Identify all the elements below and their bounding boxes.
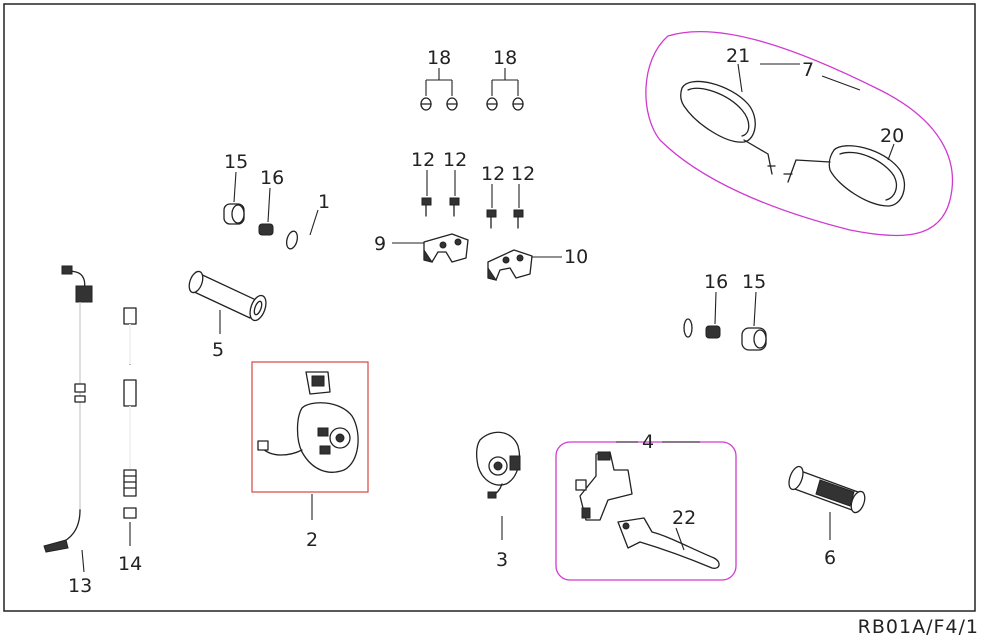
part-20-right-mirror — [783, 145, 905, 207]
part-6-throttle-grip — [788, 465, 866, 514]
reference-code: RB01A/F4/1 — [857, 616, 979, 638]
part-13-throttle-cable — [43, 265, 93, 553]
callout-13: 13 — [68, 575, 92, 597]
callout-1: 1 — [318, 191, 330, 213]
callout-6: 6 — [824, 547, 836, 569]
callout-12b: 12 — [443, 149, 467, 171]
callout-15b: 15 — [742, 271, 766, 293]
callout-7: 7 — [802, 59, 814, 81]
part-9-upper-clamp — [423, 233, 469, 263]
callout-12a: 12 — [411, 149, 435, 171]
part-18-rubbers — [420, 97, 524, 111]
callout-12d: 12 — [511, 163, 535, 185]
callout-15a: 15 — [224, 151, 248, 173]
part-16-left-insert — [258, 223, 274, 236]
callout-21: 21 — [726, 45, 750, 67]
callout-22: 22 — [672, 507, 696, 529]
diagram-frame — [3, 3, 976, 612]
callout-16b: 16 — [704, 271, 728, 293]
callout-5: 5 — [212, 339, 224, 361]
part-16-right-insert — [705, 325, 721, 339]
callout-3: 3 — [496, 549, 508, 571]
callout-18a: 18 — [427, 47, 451, 69]
callout-14: 14 — [118, 553, 142, 575]
part-15-right-bar-end-weight — [741, 327, 767, 351]
part-12-bolts — [421, 197, 524, 229]
group-4-outline — [555, 441, 737, 581]
callout-4: 4 — [642, 431, 654, 453]
callout-18b: 18 — [493, 47, 517, 69]
part-10-upper-clamp — [487, 249, 533, 281]
callout-2: 2 — [306, 529, 318, 551]
part-1-handlebar — [284, 230, 696, 362]
part-3-right-handle-switch — [476, 431, 521, 499]
group-7-outline — [645, 30, 954, 237]
callout-20: 20 — [880, 125, 904, 147]
part-22-brake-lever — [617, 517, 720, 569]
part-21-left-mirror — [680, 80, 776, 175]
callout-9: 9 — [374, 233, 386, 255]
part-15-left-bar-end-weight — [223, 203, 245, 225]
group-2-outline — [251, 361, 369, 493]
part-14-brake-cable — [123, 307, 137, 519]
callout-10: 10 — [564, 246, 588, 268]
part-5-left-grip — [188, 270, 267, 322]
callout-12c: 12 — [481, 163, 505, 185]
part-4-master-cylinder — [575, 451, 633, 521]
part-2-left-handle-switch — [257, 371, 359, 473]
callout-16a: 16 — [260, 167, 284, 189]
